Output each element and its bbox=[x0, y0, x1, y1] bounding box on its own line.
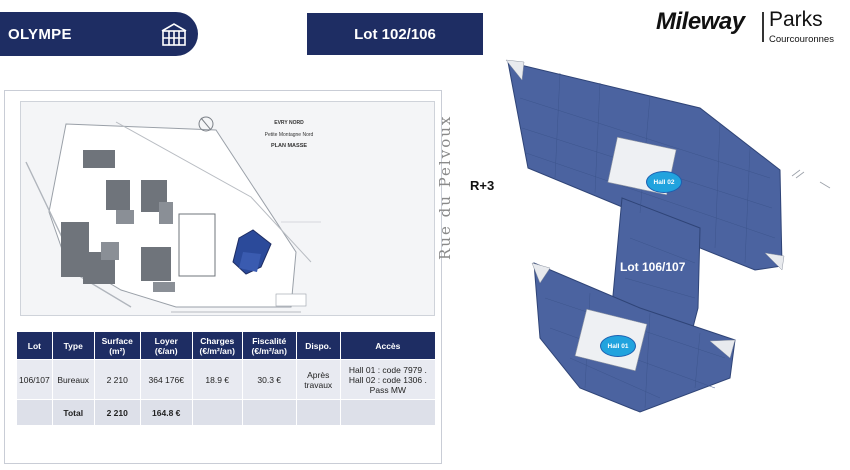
col-lot: Lot bbox=[16, 331, 53, 360]
site-plan-image: EVRY NORD Petite Montagne Nord PLAN MASS… bbox=[20, 101, 435, 316]
cell-total-surface: 2 210 bbox=[93, 399, 141, 426]
logo-separator bbox=[762, 12, 764, 42]
cell-total-blank-2 bbox=[241, 399, 297, 426]
cell-fiscalite: 30.3 € bbox=[241, 359, 297, 400]
cell-total-blank-3 bbox=[295, 399, 341, 426]
site-plan-label: PLAN MASSE bbox=[270, 143, 308, 149]
cell-loyer: 364 176€ bbox=[139, 359, 193, 400]
site-plan-subtitle: Petite Montagne Nord bbox=[264, 132, 314, 138]
cell-total-label: Total bbox=[51, 399, 95, 426]
col-surface: Surface (m²) bbox=[93, 331, 141, 360]
lot-title-banner: Lot 102/106 bbox=[307, 13, 483, 55]
cell-charges: 18.9 € bbox=[191, 359, 243, 400]
building-name: OLYMPE bbox=[8, 25, 72, 43]
lot-label: Lot 106/107 bbox=[620, 260, 686, 274]
logo-product: Parks bbox=[769, 8, 823, 31]
lot-details-panel: EVRY NORD Petite Montagne Nord PLAN MASS… bbox=[4, 90, 442, 464]
cell-total-empty bbox=[16, 399, 53, 426]
hall-02-marker: Hall 02 bbox=[646, 171, 682, 193]
col-fiscalite: Fiscalité (€/m²/an) bbox=[241, 331, 297, 360]
table-row: 106/107 Bureaux 2 210 364 176€ 18.9 € 30… bbox=[16, 359, 437, 400]
cell-lot: 106/107 bbox=[16, 359, 53, 400]
logo-city: Courcouronnes bbox=[769, 34, 834, 45]
acces-hall-02: Hall 02 : code 1306 . bbox=[348, 374, 427, 385]
col-acces: Accès bbox=[339, 331, 437, 360]
building-icon bbox=[161, 23, 187, 46]
cell-total-blank-4 bbox=[339, 399, 437, 426]
col-loyer: Loyer (€/an) bbox=[139, 331, 193, 360]
cell-type: Bureaux bbox=[51, 359, 95, 400]
street-name: Rue du Pelvoux bbox=[436, 114, 454, 260]
logo-brand: Mileway bbox=[656, 8, 745, 35]
cell-surface: 2 210 bbox=[93, 359, 141, 400]
lot-title: Lot 102/106 bbox=[354, 25, 436, 43]
floor-level: R+3 bbox=[470, 178, 495, 193]
col-dispo: Dispo. bbox=[295, 331, 341, 360]
hall-01-marker: Hall 01 bbox=[600, 335, 636, 357]
col-charges: Charges (€/m²/an) bbox=[191, 331, 243, 360]
cell-total-blank-1 bbox=[191, 399, 243, 426]
table-total-row: Total 2 210 164.8 € bbox=[16, 399, 437, 426]
cell-total-loyer: 164.8 € bbox=[139, 399, 193, 426]
table-header-row: Lot Type Surface (m²) Loyer (€/an) Charg… bbox=[16, 331, 437, 360]
building-name-banner: OLYMPE bbox=[0, 12, 198, 56]
floor-plan-drawing bbox=[505, 59, 831, 413]
cell-acces: Hall 01 : code 7979 . Hall 02 : code 130… bbox=[339, 359, 437, 400]
col-type: Type bbox=[51, 331, 95, 360]
cell-dispo: Après travaux bbox=[295, 359, 341, 400]
site-plan-title: EVRY NORD bbox=[274, 120, 304, 126]
mileway-logo: Mileway Parks Courcouronnes bbox=[656, 8, 846, 48]
site-plan-drawing bbox=[25, 116, 321, 313]
acces-pass: Pass MW bbox=[369, 384, 407, 395]
acces-hall-01: Hall 01 : code 7979 . bbox=[348, 364, 427, 375]
lot-table: Lot Type Surface (m²) Loyer (€/an) Charg… bbox=[16, 331, 437, 426]
